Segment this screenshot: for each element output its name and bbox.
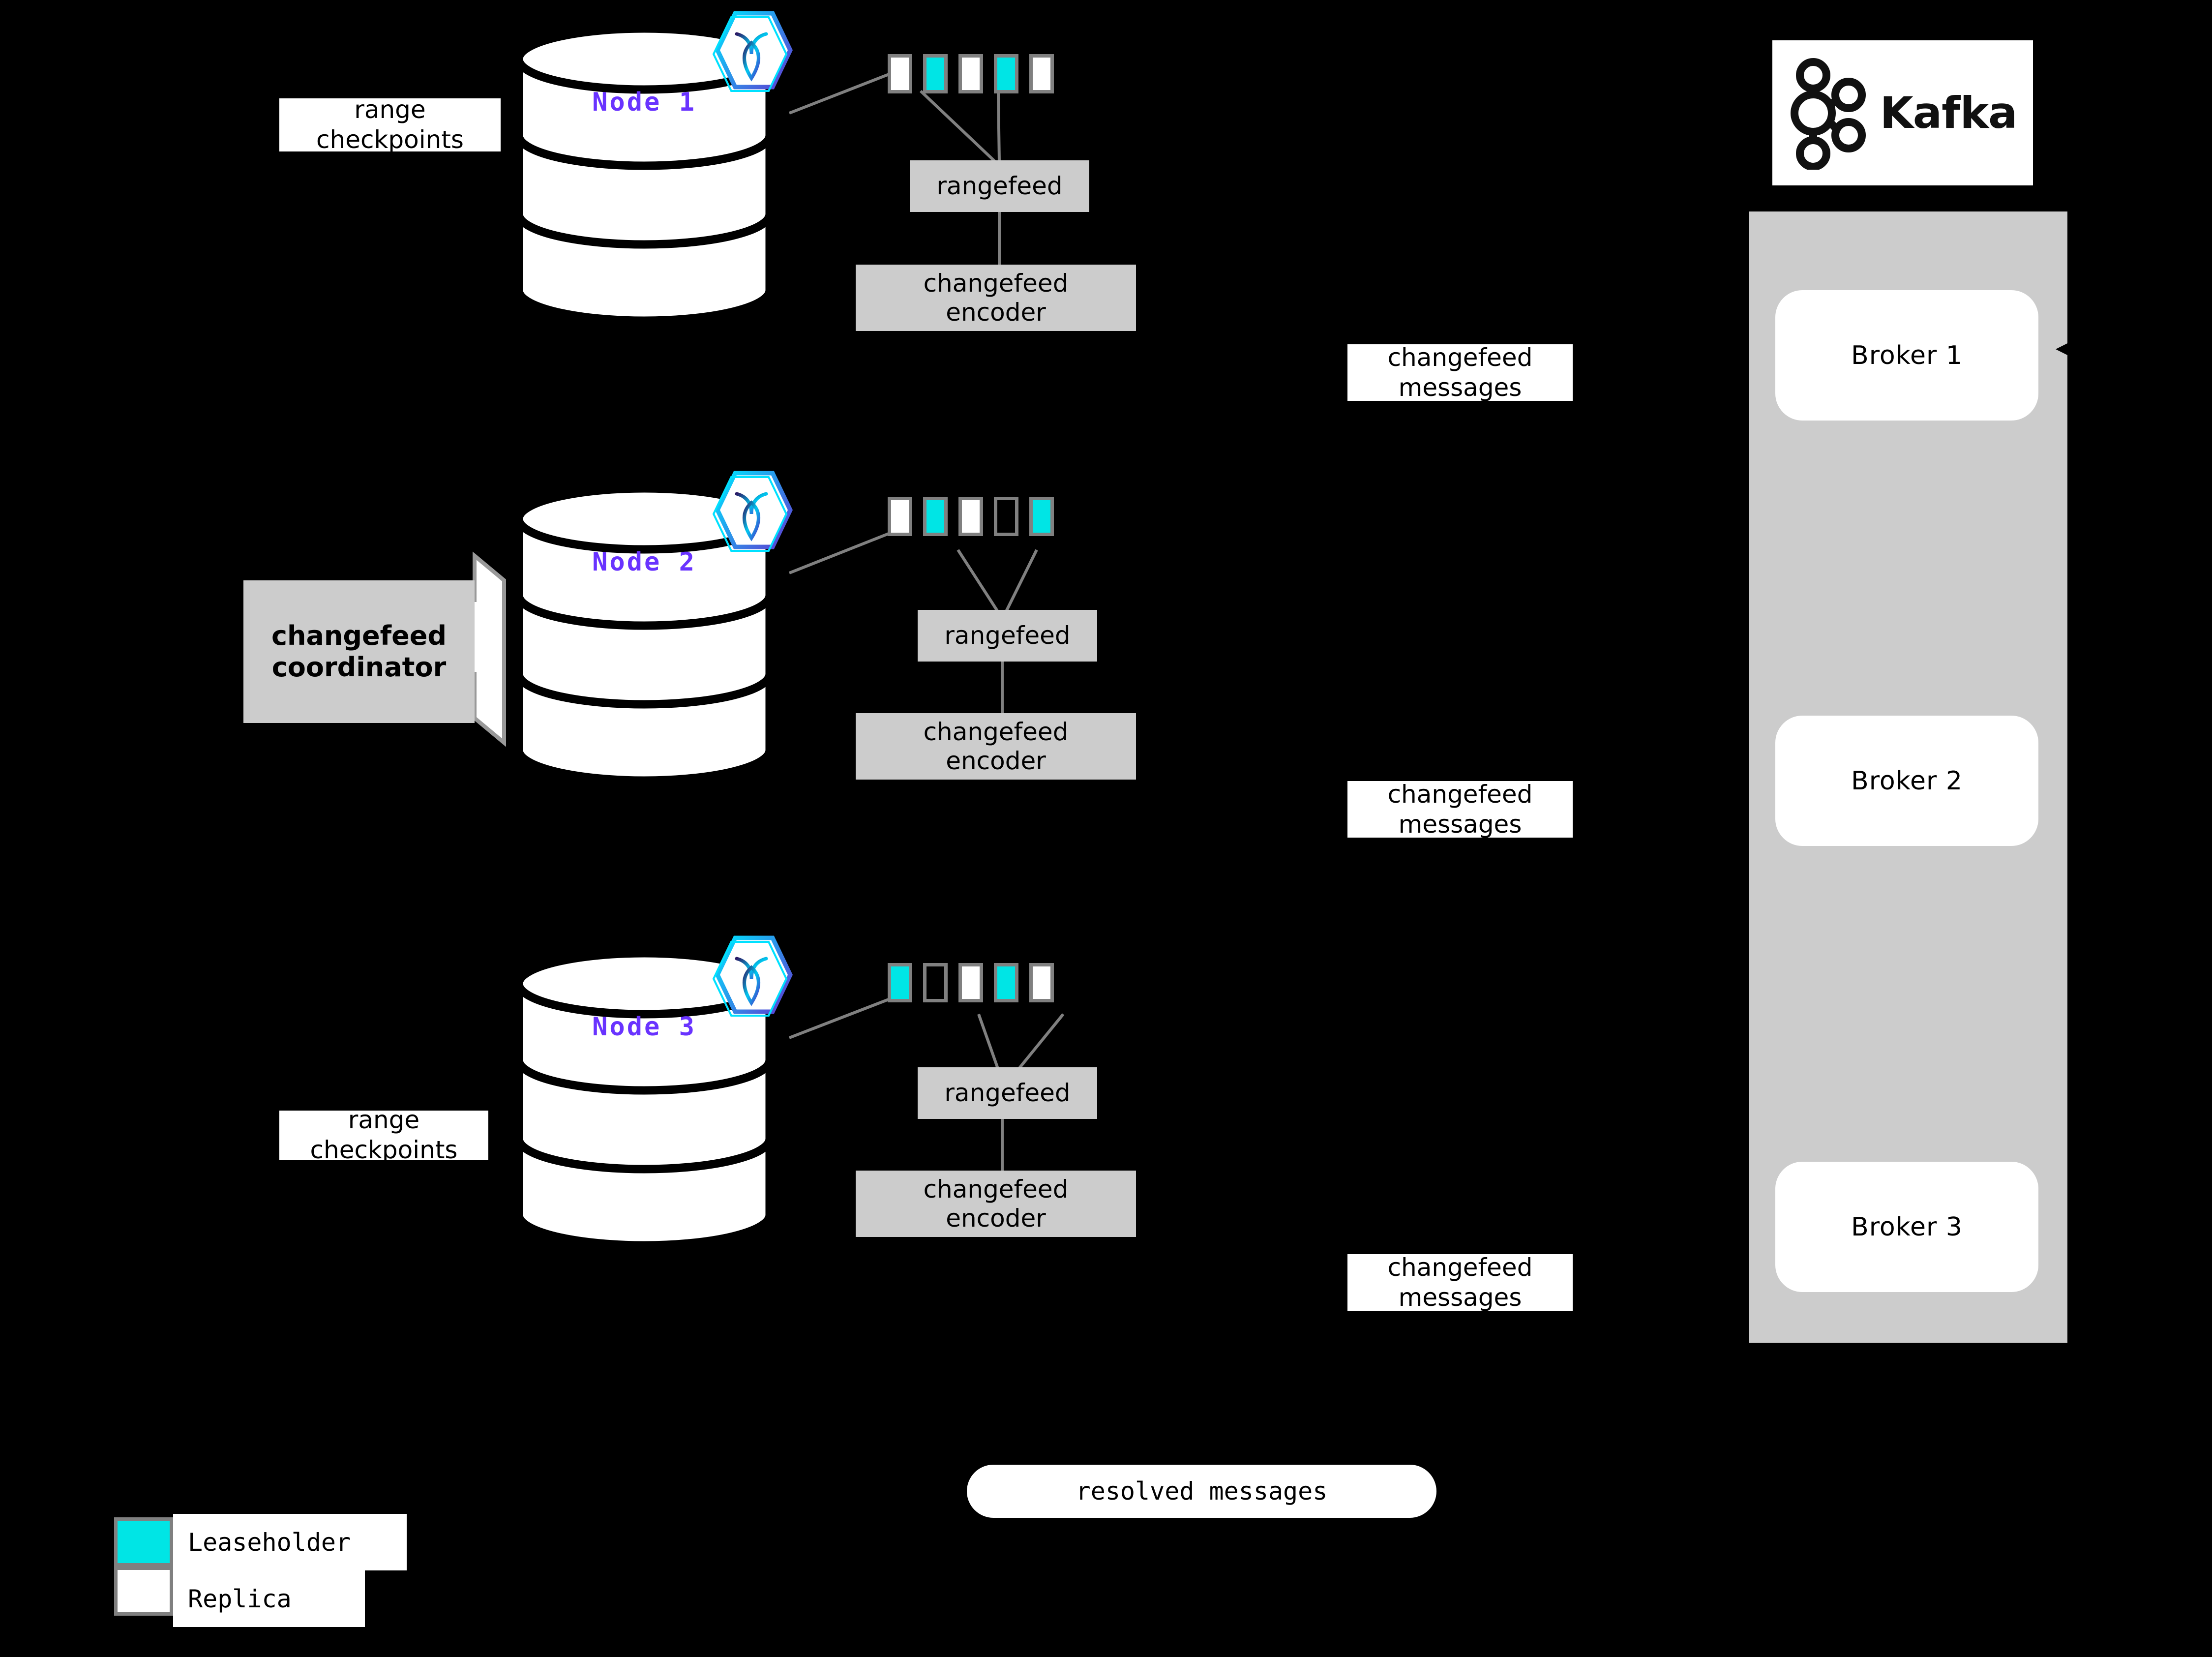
range-empty: [994, 497, 1018, 536]
node-3-range-row: [888, 963, 1065, 1002]
broker-3[interactable]: Broker 3: [1775, 1162, 2038, 1292]
node-2-range-row: [888, 497, 1065, 536]
changefeed-coordinator-label: changefeed coordinator: [271, 620, 447, 683]
cockroachdb-hex-icon: [710, 932, 793, 1018]
range-replica: [888, 54, 912, 93]
kafka-wordmark: Kafka: [1880, 88, 2018, 138]
node-1-range-row: [888, 54, 1065, 93]
range-replica: [1029, 54, 1054, 93]
range-leaseholder: [923, 497, 948, 536]
range-replica: [1029, 963, 1054, 1002]
range-replica: [958, 497, 983, 536]
cockroachdb-hex-icon: [710, 467, 793, 553]
node-1-label: Node 1: [592, 88, 696, 117]
range-leaseholder: [1029, 497, 1054, 536]
changefeed-messages-label-3: changefeed messages: [1347, 1253, 1573, 1312]
broker-2[interactable]: Broker 2: [1775, 716, 2038, 846]
node-3-cylinder: Node 3: [514, 949, 775, 1254]
legend-swatch-leaseholder: [114, 1517, 173, 1567]
range-replica: [958, 963, 983, 1002]
changefeed-messages-label-2: changefeed messages: [1347, 780, 1573, 839]
node-3-label: Node 3: [592, 1012, 696, 1042]
resolved-messages-pill: resolved messages: [967, 1465, 1436, 1518]
node-3-rangefeed[interactable]: rangefeed: [918, 1067, 1097, 1119]
range-replica: [888, 497, 912, 536]
node-3-range-checkpoints-label: range checkpoints: [279, 1106, 488, 1164]
legend-label-replica: Replica: [173, 1570, 365, 1627]
node-1-range-checkpoints-label: range checkpoints: [279, 95, 501, 154]
range-leaseholder: [994, 963, 1018, 1002]
range-leaseholder: [994, 54, 1018, 93]
range-leaseholder: [888, 963, 912, 1002]
range-replica: [958, 54, 983, 93]
range-leaseholder: [923, 54, 948, 93]
changefeed-coordinator-callout: changefeed coordinator: [243, 551, 538, 748]
node-2-rangefeed[interactable]: rangefeed: [918, 610, 1097, 662]
legend-swatch-replica: [114, 1567, 173, 1616]
kafka-logo-card: Kafka: [1772, 40, 2033, 185]
legend-label-leaseholder: Leaseholder: [173, 1514, 407, 1570]
node-1-changefeed-encoder[interactable]: changefeed encoder: [856, 265, 1136, 331]
kafka-panel-arrowhead: [2056, 337, 2080, 362]
node-1-rangefeed[interactable]: rangefeed: [910, 160, 1089, 212]
changefeed-messages-label-1: changefeed messages: [1347, 343, 1573, 402]
node-1-cylinder: Node 1: [514, 25, 775, 330]
node-2-cylinder: Node 2: [514, 484, 775, 789]
range-empty: [923, 963, 948, 1002]
cockroachdb-hex-icon: [710, 7, 793, 93]
kafka-logo-icon: [1790, 58, 1866, 170]
node-2-label: Node 2: [592, 547, 696, 577]
node-2-changefeed-encoder[interactable]: changefeed encoder: [856, 713, 1136, 780]
broker-1[interactable]: Broker 1: [1775, 290, 2038, 421]
node-3-changefeed-encoder[interactable]: changefeed encoder: [856, 1171, 1136, 1237]
